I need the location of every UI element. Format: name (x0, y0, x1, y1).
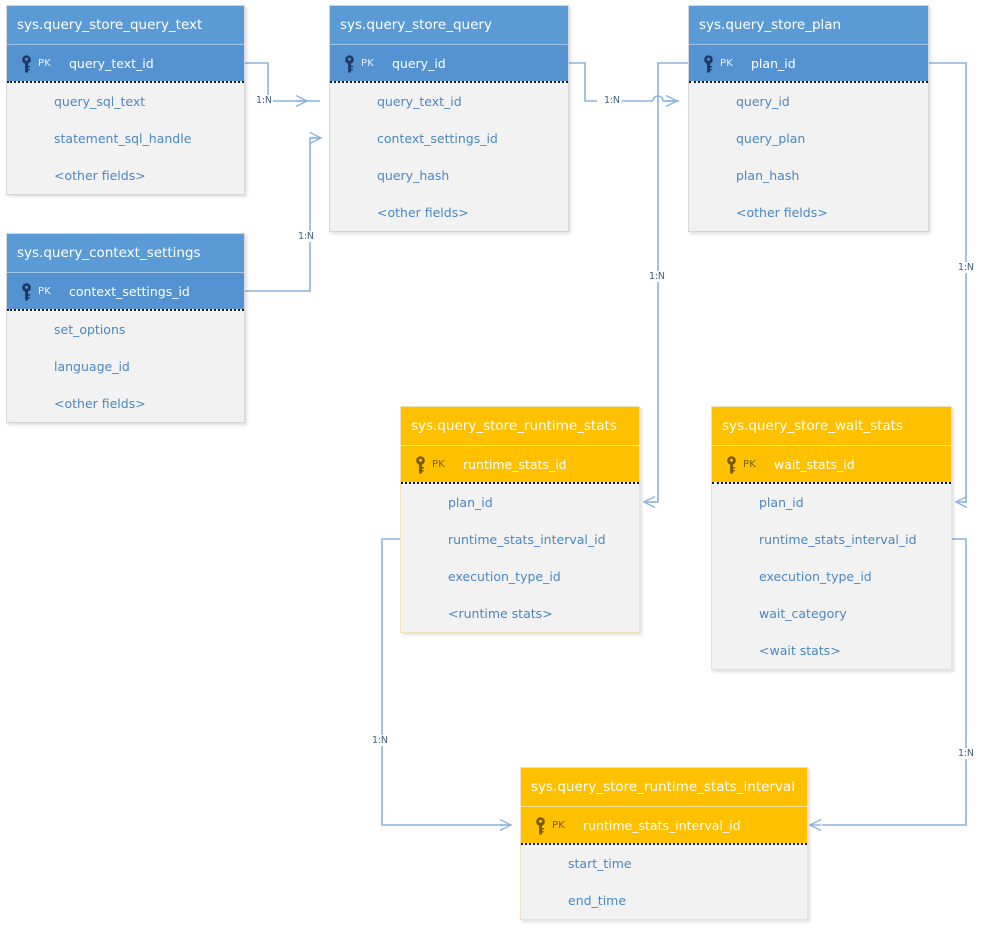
connector-context-to-query (245, 137, 320, 292)
pk-separator (7, 309, 244, 311)
entity-field: start_time (568, 856, 632, 871)
entity-field: wait_category (759, 606, 847, 621)
entity-query-store-wait-stats[interactable]: sys.query_store_wait_stats PK wait_stats… (711, 406, 952, 670)
entity-title: sys.query_store_runtime_stats (401, 407, 639, 445)
entity-title: sys.query_store_query_text (7, 6, 244, 44)
entity-field: end_time (568, 893, 627, 908)
entity-query-store-runtime-stats[interactable]: sys.query_store_runtime_stats PK runtime… (400, 406, 640, 633)
pk-field-name: runtime_stats_id (463, 457, 567, 472)
entity-field: query_id (736, 94, 790, 109)
pk-field-name: wait_stats_id (774, 457, 855, 472)
entity-pk-row: PK plan_id (689, 44, 928, 81)
pk-separator (401, 482, 639, 484)
pk-field-name: context_settings_id (69, 284, 190, 299)
key-icon (727, 456, 736, 474)
entity-title: sys.query_store_plan (689, 6, 928, 44)
entity-field: <other fields> (377, 205, 469, 220)
entity-field: query_sql_text (54, 94, 146, 109)
pk-badge: PK (552, 820, 565, 831)
connector-query-to-plan (569, 62, 679, 102)
entity-field: query_plan (736, 131, 806, 146)
entity-field-list: query_sql_text statement_sql_handle <oth… (7, 83, 244, 194)
key-icon (22, 283, 31, 301)
entity-pk-row: PK wait_stats_id (712, 445, 951, 482)
cardinality-label-interval-wait: 1:N (957, 748, 975, 759)
entity-field: runtime_stats_interval_id (759, 532, 917, 547)
entity-title: sys.query_store_runtime_stats_interval (521, 768, 807, 806)
entity-pk-row: PK query_id (330, 44, 568, 81)
pk-separator (7, 81, 244, 83)
entity-field: plan_id (448, 495, 493, 510)
entity-field: <other fields> (54, 168, 146, 183)
entity-query-store-query-text[interactable]: sys.query_store_query_text PK query_text… (6, 5, 245, 195)
entity-field-list: plan_id runtime_stats_interval_id execut… (712, 484, 951, 669)
pk-badge: PK (720, 58, 733, 69)
pk-field-name: plan_id (751, 56, 796, 71)
entity-field: execution_type_id (759, 569, 872, 584)
entity-query-store-plan[interactable]: sys.query_store_plan PK plan_id query_id… (688, 5, 929, 232)
key-icon (345, 55, 354, 73)
pk-field-name: runtime_stats_interval_id (583, 818, 741, 833)
entity-field: <other fields> (736, 205, 828, 220)
entity-field-list: start_time end_time (521, 845, 807, 919)
entity-field: language_id (54, 359, 130, 374)
entity-query-store-runtime-stats-interval[interactable]: sys.query_store_runtime_stats_interval P… (520, 767, 808, 920)
pk-badge: PK (38, 286, 51, 297)
pk-badge: PK (38, 58, 51, 69)
entity-pk-row: PK query_text_id (7, 44, 244, 81)
entity-field-list: plan_id runtime_stats_interval_id execut… (401, 484, 639, 632)
pk-separator (330, 81, 568, 83)
entity-title: sys.query_context_settings (7, 234, 244, 272)
entity-field: statement_sql_handle (54, 131, 192, 146)
pk-badge: PK (743, 459, 756, 470)
entity-field: query_text_id (377, 94, 462, 109)
entity-pk-row: PK context_settings_id (7, 272, 244, 309)
key-icon (704, 55, 713, 73)
pk-field-name: query_id (392, 56, 446, 71)
cardinality-label-interval-runtime: 1:N (371, 735, 389, 746)
entity-field: <wait stats> (759, 643, 841, 658)
entity-field: query_hash (377, 168, 450, 183)
pk-badge: PK (432, 459, 445, 470)
entity-title: sys.query_store_wait_stats (712, 407, 951, 445)
entity-field-list: query_text_id context_settings_id query_… (330, 83, 568, 231)
entity-field: plan_hash (736, 168, 800, 183)
cardinality-label-query-plan: 1:N (603, 95, 621, 106)
entity-field-list: query_id query_plan plan_hash <other fie… (689, 83, 928, 231)
entity-title: sys.query_store_query (330, 6, 568, 44)
entity-field: plan_id (759, 495, 804, 510)
entity-field: <runtime stats> (448, 606, 553, 621)
entity-field: context_settings_id (377, 131, 498, 146)
cardinality-label-context-query: 1:N (297, 231, 315, 242)
pk-separator (521, 843, 807, 845)
cardinality-label-plan-wait: 1:N (957, 262, 975, 273)
entity-pk-row: PK runtime_stats_interval_id (521, 806, 807, 843)
entity-query-store-query[interactable]: sys.query_store_query PK query_id query_… (329, 5, 569, 232)
key-icon (536, 817, 545, 835)
key-icon (416, 456, 425, 474)
entity-field: runtime_stats_interval_id (448, 532, 606, 547)
key-icon (22, 55, 31, 73)
entity-field: set_options (54, 322, 126, 337)
entity-field: execution_type_id (448, 569, 561, 584)
cardinality-label-plan-runtime: 1:N (648, 271, 666, 282)
pk-field-name: query_text_id (69, 56, 154, 71)
cardinality-label-text-query: 1:N (255, 95, 273, 106)
entity-field: <other fields> (54, 396, 146, 411)
pk-badge: PK (361, 58, 374, 69)
entity-field-list: set_options language_id <other fields> (7, 311, 244, 422)
entity-pk-row: PK runtime_stats_id (401, 445, 639, 482)
entity-query-context-settings[interactable]: sys.query_context_settings PK context_se… (6, 233, 245, 423)
